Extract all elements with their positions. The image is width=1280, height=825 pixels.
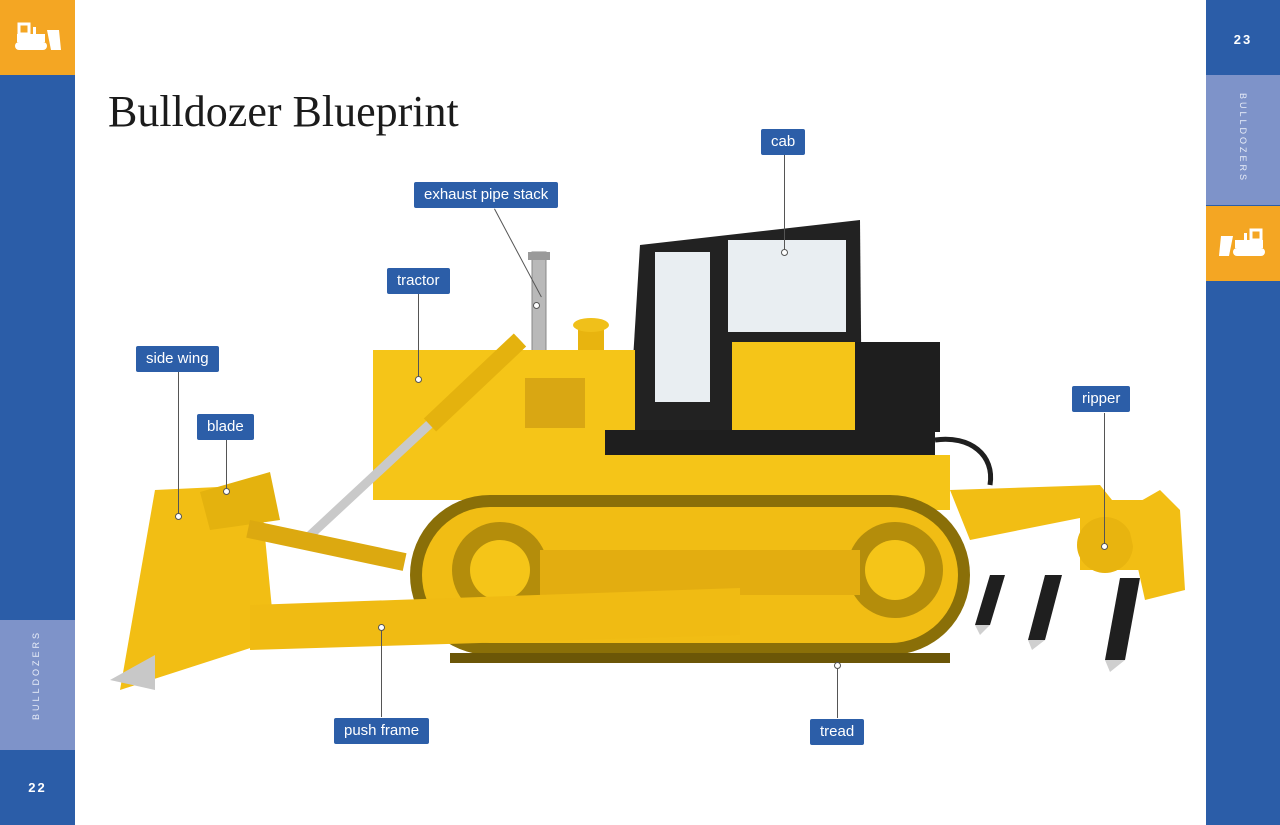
side-wing-leader-line [178, 372, 179, 516]
ripper-leader-line [1104, 413, 1105, 546]
push-frame-leader-line [381, 627, 382, 717]
label-tread: tread [810, 719, 865, 745]
push-frame-leader-dot [378, 624, 385, 631]
bulldozer-icon [15, 22, 61, 50]
right-side-band: 23 BULLDOZERS [1206, 0, 1280, 825]
tread-leader-dot [834, 662, 841, 669]
tractor-leader-dot [415, 376, 422, 383]
side-wing-shape [200, 472, 280, 530]
right-icon-tile [1206, 206, 1280, 281]
label-side-wing: side wing [136, 346, 219, 372]
ripper-leader-dot [1101, 543, 1108, 550]
bulldozer-icon [1219, 228, 1265, 256]
right-section-tab: BULLDOZERS [1206, 75, 1280, 205]
left-page-number: 22 [28, 780, 47, 795]
exhaust-cap-shape [528, 252, 550, 260]
blade-leader-dot [223, 488, 230, 495]
right-page-number: 23 [1233, 32, 1253, 47]
tread-leader-line [837, 665, 838, 718]
right-section-name: BULLDOZERS [1238, 93, 1248, 184]
tractor-leader-line [418, 294, 419, 378]
label-ripper: ripper [1072, 386, 1131, 412]
exhaust-leader-dot [533, 302, 540, 309]
label-blade: blade [197, 414, 254, 440]
label-exhaust-pipe-stack: exhaust pipe stack [414, 182, 559, 208]
label-tractor: tractor [387, 268, 450, 294]
left-side-band: BULLDOZERS 22 [0, 0, 75, 825]
cab-leader-dot [781, 249, 788, 256]
label-cab: cab [761, 129, 806, 155]
side-wing-leader-dot [175, 513, 182, 520]
left-section-name: BULLDOZERS [31, 629, 41, 720]
push-frame-shape [250, 588, 740, 650]
label-push-frame: push frame [334, 718, 430, 744]
left-icon-tile [0, 0, 75, 75]
tractor-body-shape [373, 350, 635, 500]
blade-shape [120, 485, 275, 690]
cab-leader-line [784, 155, 785, 252]
blade-leader-line [226, 440, 227, 490]
page-title: Bulldozer Blueprint [108, 87, 459, 136]
left-section-tab: BULLDOZERS [0, 620, 75, 750]
bulldozer-illustration [110, 220, 1185, 690]
